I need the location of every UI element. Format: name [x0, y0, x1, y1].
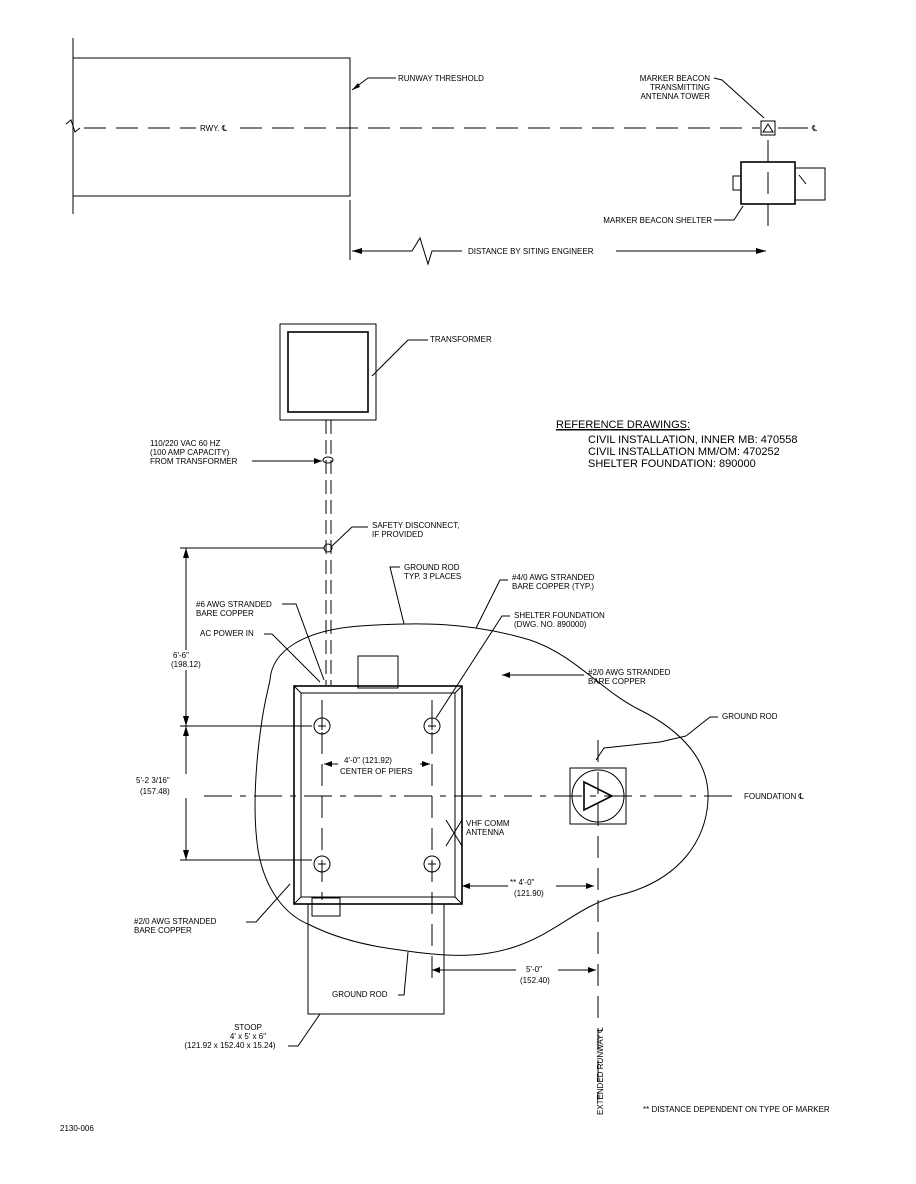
runway-outline — [73, 57, 351, 197]
dim-5ft-2: (152.40) — [520, 976, 550, 985]
dim-vertical-2a: 5'-2 3/16" — [136, 776, 170, 785]
reference-item-1: CIVIL INSTALLATION, INNER MB: 470558 — [588, 434, 797, 446]
dim-5ft-1: 5'-0" — [526, 965, 542, 974]
awg2-right-1: #2/0 AWG STRANDED — [588, 668, 671, 677]
awg4-1: #4/0 AWG STRANDED — [512, 573, 595, 582]
safety-disconnect-1: SAFETY DISCONNECT, — [372, 521, 459, 530]
awg2-right-2: BARE COPPER — [588, 677, 646, 686]
antenna-tower-box — [760, 120, 776, 136]
awg2-left-leader — [246, 883, 291, 923]
shelter-foundation-outer — [293, 685, 463, 905]
power-source-1: 110/220 VAC 60 HZ — [150, 439, 221, 448]
ground-rod-typ-2: TYP. 3 PLACES — [404, 572, 461, 581]
shelter-stoop-small — [732, 175, 742, 191]
shelter-leader — [714, 205, 744, 221]
awg6-1: #6 AWG STRANDED — [196, 600, 272, 609]
reference-item-2: CIVIL INSTALLATION MM/OM: 470252 — [588, 446, 780, 458]
drawing-number: 2130-006 — [60, 1124, 94, 1133]
foundation-cl-label: FOUNDATION ℄ — [744, 792, 805, 801]
ac-power-in: AC POWER IN — [200, 629, 254, 638]
ac-unit — [357, 655, 399, 689]
transformer-label: TRANSFORMER — [430, 335, 492, 344]
shelter-label: MARKER BEACON SHELTER — [603, 216, 712, 225]
power-source-2: (100 AMP CAPACITY) — [150, 448, 230, 457]
ground-rod-right-leader — [685, 716, 718, 737]
transformer-outer — [279, 323, 377, 421]
ground-rod-typ-1: GROUND ROD — [404, 563, 460, 572]
shelter-ac-unit — [794, 167, 826, 201]
stoop-1: STOOP — [234, 1023, 262, 1032]
reference-drawings: REFERENCE DRAWINGS: CIVIL INSTALLATION, … — [556, 419, 797, 470]
ground-rod-typ-leader — [389, 566, 405, 625]
footnote: ** DISTANCE DEPENDENT ON TYPE OF MARKER — [643, 1105, 830, 1114]
tower-label-1: MARKER BEACON — [640, 74, 710, 83]
shelter-foundation-1: SHELTER FOUNDATION — [514, 611, 605, 620]
awg2-left-1: #2/0 AWG STRANDED — [134, 917, 217, 926]
rwy-centerline-label: RWY. ℄ — [200, 124, 228, 133]
tower-label-2: TRANSMITTING — [650, 83, 710, 92]
ground-rod-bottom: GROUND ROD — [332, 990, 388, 999]
stoop-2: 4' x 5' x 6" — [230, 1032, 266, 1041]
distance-label: DISTANCE BY SITING ENGINEER — [468, 247, 594, 256]
dim-vertical-1a: 6'-6" — [173, 651, 189, 660]
stoop — [307, 904, 445, 1015]
awg6-leader — [282, 603, 325, 681]
shelter-foundation-inner — [300, 692, 456, 898]
awg4-2: BARE COPPER (TYP.) — [512, 582, 594, 591]
equipment-box — [311, 897, 341, 917]
extended-runway-label: EXTENDED RUNWAY ℄ — [596, 1026, 605, 1115]
ground-rod-bottom-leader — [398, 951, 409, 996]
tower-leader — [713, 77, 765, 119]
power-source-3: FROM TRANSFORMER — [150, 457, 238, 466]
ground-loop — [254, 623, 709, 956]
safety-disconnect-leader — [331, 526, 368, 547]
ac-power-in-leader — [264, 633, 321, 683]
stoop-3: (121.92 x 152.40 x 15.24) — [184, 1041, 276, 1050]
awg2-left-2: BARE COPPER — [134, 926, 192, 935]
awg4-leader — [475, 579, 508, 629]
dim-4ft-1: ** 4'-0" — [510, 878, 535, 887]
reference-heading: REFERENCE DRAWINGS: — [556, 419, 690, 431]
shelter-foundation-leader — [435, 615, 510, 719]
runway-break-mark — [65, 119, 81, 133]
tower-label-3: ANTENNA TOWER — [641, 92, 711, 101]
antenna-tower-icon — [762, 123, 774, 133]
centerline-symbol: ℄ — [811, 124, 818, 133]
awg6-2: BARE COPPER — [196, 609, 254, 618]
safety-disconnect-2: IF PROVIDED — [372, 530, 423, 539]
transformer-leader — [371, 339, 428, 377]
dim-vertical-2b: (157.48) — [140, 787, 170, 796]
dim-4ft-2: (121.90) — [514, 889, 544, 898]
threshold-leader — [351, 77, 396, 91]
center-of-piers-2: CENTER OF PIERS — [340, 767, 412, 776]
shelter-foundation-2: (DWG. NO. 890000) — [514, 620, 587, 629]
distance-break — [411, 236, 462, 266]
dim-vertical-1b: (198.12) — [171, 660, 201, 669]
vhf-antenna-1: VHF COMM — [466, 819, 510, 828]
detail-plan: TRANSFORMER 110/220 VAC 60 HZ (100 AMP C… — [132, 323, 830, 1115]
ground-rod-right: GROUND ROD — [722, 712, 778, 721]
vhf-antenna-2: ANTENNA — [466, 828, 505, 837]
runway-threshold-label: RUNWAY THRESHOLD — [398, 74, 484, 83]
power-source-marker — [322, 456, 334, 464]
site-plan: RWY. ℄ ℄ RUNWAY THRESHOLD MARKER BEACON … — [65, 38, 826, 266]
center-of-piers-1: 4'-0" (121.92) — [344, 756, 392, 765]
reference-item-3: SHELTER FOUNDATION: 890000 — [588, 458, 756, 470]
stoop-leader — [288, 1013, 321, 1047]
transformer-inner — [287, 331, 369, 413]
